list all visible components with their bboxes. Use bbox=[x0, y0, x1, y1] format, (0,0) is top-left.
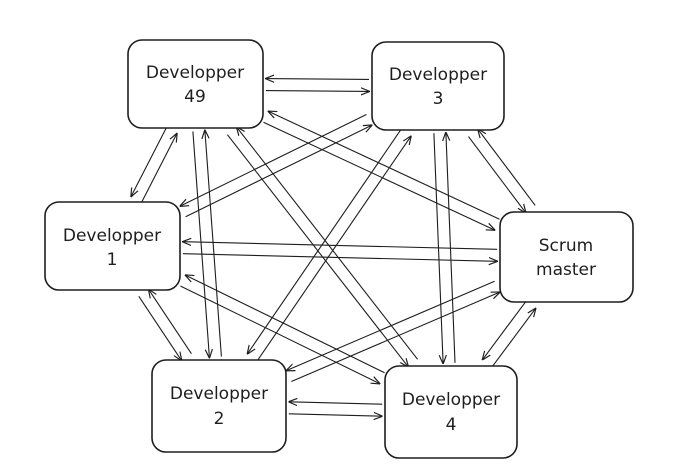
arrow-dev49-to-dev1 bbox=[131, 128, 167, 196]
arrow-dev4-to-dev49 bbox=[237, 127, 419, 360]
arrow-dev1-to-dev2 bbox=[138, 295, 182, 360]
arrow-scrum-to-dev1 bbox=[183, 242, 498, 250]
arrow-dev2-to-dev49 bbox=[205, 131, 222, 357]
node-label: Scrum bbox=[539, 236, 593, 256]
arrow-scrum-to-dev2 bbox=[287, 280, 495, 370]
arrow-dev3-to-scrum bbox=[468, 136, 526, 213]
node-number: 49 bbox=[184, 87, 206, 107]
arrow-dev2-to-scrum bbox=[291, 292, 499, 383]
node-developper-1[interactable]: Developper 1 bbox=[44, 201, 181, 291]
node-developper-3[interactable]: Developper 3 bbox=[371, 41, 505, 131]
edges bbox=[131, 79, 535, 417]
node-box bbox=[499, 211, 634, 303]
node-label: Developper bbox=[63, 226, 161, 246]
node-label: Developper bbox=[389, 65, 487, 85]
node-number: 2 bbox=[214, 409, 225, 429]
node-number: 1 bbox=[107, 250, 118, 270]
arrow-dev1-to-dev49 bbox=[141, 134, 177, 202]
arrow-dev4-to-scrum bbox=[491, 309, 535, 367]
arrow-dev2-to-dev1 bbox=[149, 290, 192, 355]
node-developper-4[interactable]: Developper 4 bbox=[384, 365, 518, 459]
node-label: Developper bbox=[170, 384, 268, 404]
arrow-dev49-to-scrum bbox=[263, 121, 495, 230]
node-developper-2[interactable]: Developper 2 bbox=[151, 359, 287, 453]
arrow-dev3-to-dev2 bbox=[248, 129, 402, 354]
node-label: Developper bbox=[402, 390, 500, 410]
arrow-dev49-to-dev3 bbox=[265, 91, 369, 92]
arrow-dev2-to-dev4 bbox=[288, 414, 382, 416]
node-label-line2: master bbox=[536, 260, 596, 280]
node-label: Developper bbox=[146, 63, 244, 83]
node-box bbox=[44, 201, 181, 291]
node-number: 4 bbox=[446, 415, 457, 435]
arrow-dev1-to-dev3 bbox=[185, 125, 372, 218]
node-box bbox=[151, 359, 287, 453]
node-number: 3 bbox=[433, 89, 444, 109]
arrow-dev1-to-scrum bbox=[182, 253, 497, 262]
arrow-dev4-to-dev1 bbox=[186, 275, 385, 374]
arrow-scrum-to-dev49 bbox=[269, 111, 500, 220]
node-box bbox=[384, 365, 518, 459]
arrow-dev4-to-dev2 bbox=[289, 402, 383, 404]
node-box bbox=[371, 41, 505, 131]
arrow-scrum-to-dev3 bbox=[478, 129, 536, 206]
arrow-dev49-to-dev2 bbox=[192, 131, 210, 357]
arrow-dev1-to-dev4 bbox=[180, 285, 379, 384]
node-developper-49[interactable]: Developper 49 bbox=[127, 39, 264, 129]
node-box bbox=[127, 39, 264, 129]
node-scrum-master[interactable]: Scrum master bbox=[499, 211, 634, 303]
arrow-dev3-to-dev49 bbox=[266, 79, 370, 80]
arrow-dev3-to-dev1 bbox=[180, 114, 367, 207]
arrow-scrum-to-dev4 bbox=[483, 301, 527, 359]
